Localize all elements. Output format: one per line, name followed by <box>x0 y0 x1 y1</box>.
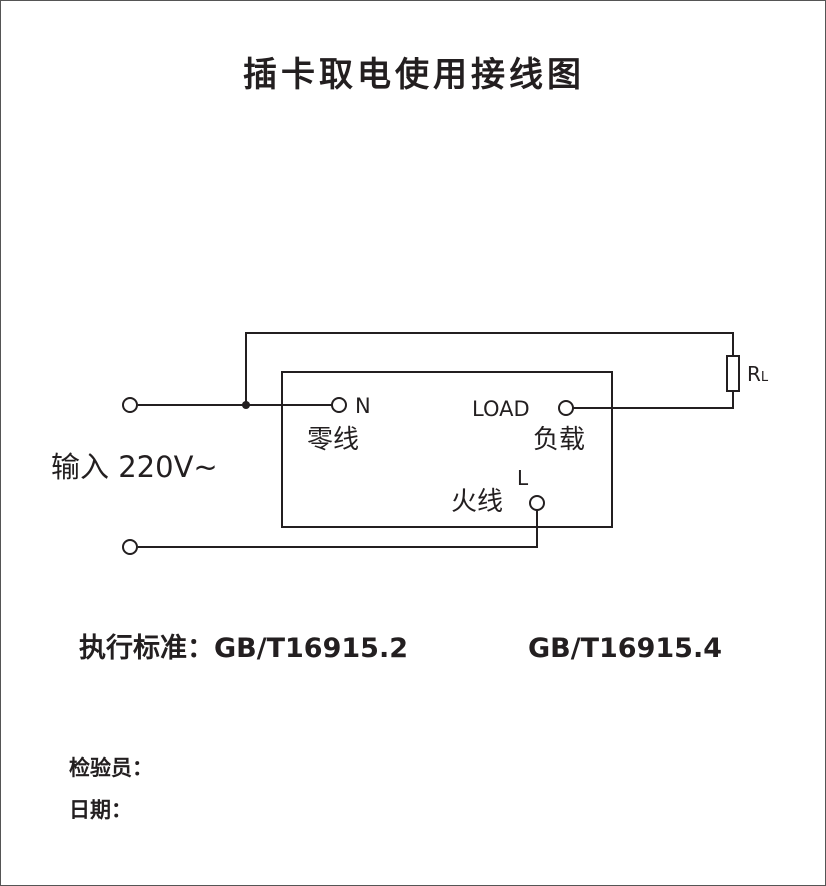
live-label: 火线 <box>451 487 504 517</box>
live-terminal <box>529 495 545 511</box>
date-label: 日期： <box>69 798 132 822</box>
standard-second: GB/T16915.4 <box>528 633 722 664</box>
resistor-icon <box>726 355 740 392</box>
input-voltage-label: 输入 220V~ <box>51 450 218 484</box>
input-live-terminal <box>122 539 138 555</box>
page-title: 插卡取电使用接线图 <box>243 55 585 95</box>
load-terminal <box>558 400 574 416</box>
neutral-terminal-label: N <box>355 394 371 418</box>
input-neutral-terminal <box>122 397 138 413</box>
resistor-subscript: L <box>760 370 769 385</box>
resistor-letter: R <box>747 362 761 386</box>
neutral-label: 零线 <box>307 425 360 455</box>
inspector-label: 检验员： <box>69 756 153 780</box>
live-wire <box>138 510 538 548</box>
neutral-bypass-wire <box>245 332 734 405</box>
live-terminal-label: L <box>517 466 529 490</box>
junction-dot <box>242 401 250 409</box>
resistor-label: RL <box>747 364 768 384</box>
load-wire <box>573 391 734 409</box>
load-terminal-label: LOAD <box>472 397 530 421</box>
neutral-terminal <box>331 397 347 413</box>
load-label: 负载 <box>533 425 586 455</box>
standard-label: 执行标准：GB/T16915.2 <box>79 633 408 664</box>
switch-box <box>281 371 613 528</box>
